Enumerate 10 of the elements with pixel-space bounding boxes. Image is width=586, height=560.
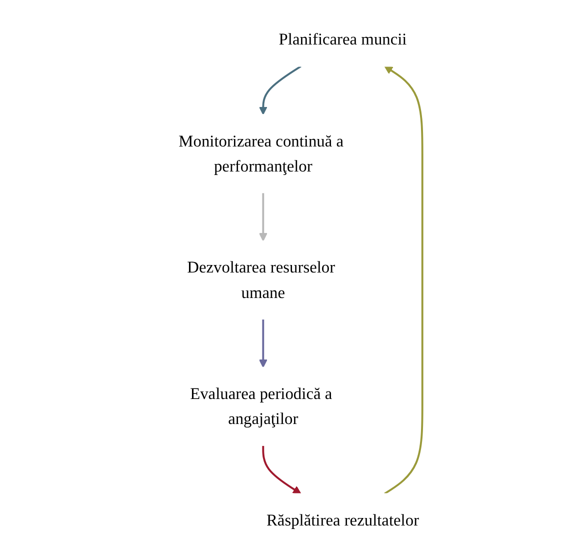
node-text: Răsplătirea rezultatelor — [266, 511, 420, 530]
node-text: Monitorizarea continuă a performanţelor — [178, 132, 344, 175]
arrow — [259, 319, 268, 368]
node-text: Dezvoltarea resurselor umane — [187, 258, 336, 302]
arrow — [259, 192, 268, 242]
arrow — [384, 66, 424, 495]
node-text: Evaluarea periodică a angajaţilor — [190, 384, 332, 428]
arrow — [259, 65, 302, 115]
node-text: Planificarea muncii — [278, 30, 407, 48]
arrow — [262, 445, 302, 494]
